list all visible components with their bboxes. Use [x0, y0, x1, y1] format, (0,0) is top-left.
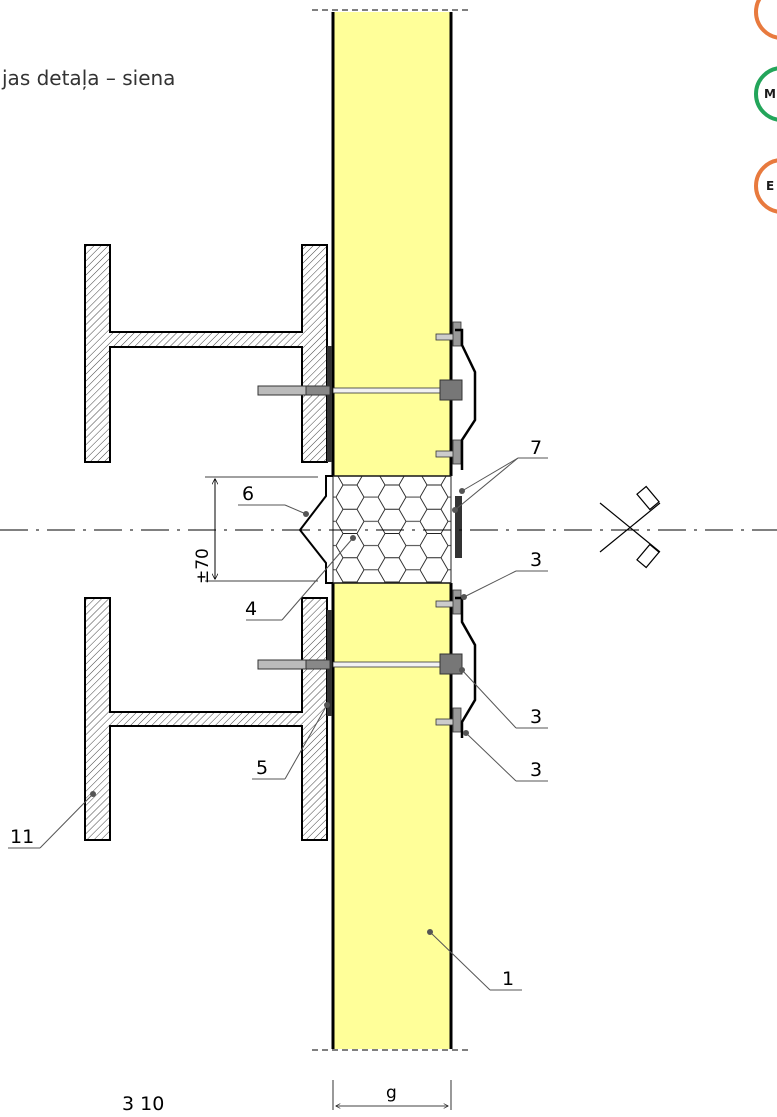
gasket-upper: [327, 346, 332, 462]
callout-1-label: 1: [502, 968, 514, 990]
dimension-joint-label: ±70: [193, 548, 213, 584]
badge-e-letter: E: [766, 179, 774, 193]
badge-green-m: M: [754, 66, 777, 122]
callout-5-label: 5: [256, 757, 268, 779]
callout-1: 1: [427, 929, 522, 991]
callout-4: 4: [245, 535, 356, 621]
callout-3c-label: 3: [530, 759, 542, 781]
dimension-thickness: g: [332, 1080, 452, 1110]
callout-7-label: 7: [530, 437, 542, 459]
callout-6: 6: [238, 483, 309, 517]
dimension-thickness-label: g: [386, 1083, 397, 1103]
flashing-screws: [435, 321, 462, 733]
callout-3b: 3: [459, 667, 548, 729]
steel-beam-lower: [84, 597, 328, 841]
callout-7: 7: [452, 437, 548, 513]
joint-cover-strip: [455, 496, 462, 558]
dimension-joint: ±70: [193, 476, 318, 584]
callout-4-label: 4: [245, 598, 257, 620]
badge-orange-e: E: [754, 158, 777, 214]
bottom-left-label: 3 10: [122, 1093, 164, 1115]
detail-title: jas detaļa – siena: [1, 66, 175, 90]
badge-m-letter: M: [764, 87, 776, 101]
panel-lower: [333, 583, 451, 1049]
through-screw-upper: [257, 379, 463, 401]
callout-3b-label: 3: [530, 706, 542, 728]
callout-11: 11: [8, 791, 96, 849]
badge-orange-top: [754, 0, 777, 40]
callout-3a-label: 3: [530, 549, 542, 571]
through-screw-lower: [257, 653, 463, 675]
view-arrow-symbol: [599, 485, 661, 569]
panel-upper: [333, 12, 451, 476]
callout-3c: 3: [463, 730, 548, 782]
outer-flashing-upper: [455, 328, 477, 470]
steel-beam-upper: [84, 244, 328, 463]
callout-11-label: 11: [10, 826, 34, 848]
callout-5: 5: [252, 702, 330, 780]
callout-6-label: 6: [242, 483, 254, 505]
callout-3a: 3: [461, 549, 548, 600]
